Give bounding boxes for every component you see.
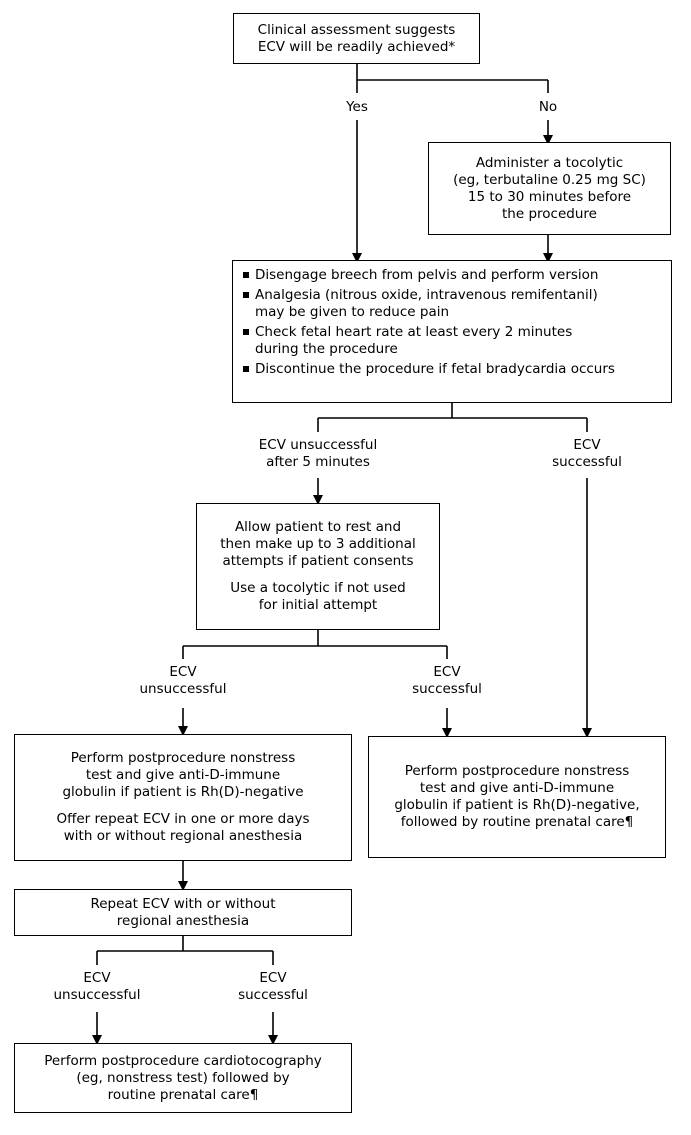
- label-ecv-unsuccessful-3: ECV unsuccessful: [53, 970, 141, 1003]
- procedure-list: Disengage breech from pelvis and perform…: [233, 261, 671, 384]
- rest-attempts-box: Allow patient to rest and then make up t…: [196, 503, 440, 630]
- repeat-ecv-box: Repeat ECV with or without regional anes…: [14, 889, 352, 936]
- start-line1: Clinical assessment suggests: [257, 21, 456, 38]
- tocolytic-line3: 15 to 30 minutes before: [467, 188, 632, 205]
- procedure-item: Discontinue the procedure if fetal brady…: [243, 361, 663, 378]
- procedure-box: Disengage breech from pelvis and perform…: [232, 260, 672, 403]
- tocolytic-line4: the procedure: [502, 205, 597, 222]
- label-ecv-successful-2: ECV successful: [412, 664, 482, 697]
- label-no: No: [538, 99, 558, 115]
- label-ecv-successful-3: ECV successful: [238, 970, 308, 1003]
- final-box: Perform postprocedure cardiotocography (…: [14, 1043, 352, 1113]
- tocolytic-line2: (eg, terbutaline 0.25 mg SC): [453, 171, 646, 188]
- tocolytic-box: Administer a tocolytic (eg, terbutaline …: [428, 142, 671, 235]
- label-ecv-unsuccessful-5min: ECV unsuccessful after 5 minutes: [258, 437, 378, 470]
- label-ecv-unsuccessful-2: ECV unsuccessful: [139, 664, 227, 697]
- procedure-item: Analgesia (nitrous oxide, intravenous re…: [243, 287, 663, 321]
- procedure-item: Check fetal heart rate at least every 2 …: [243, 324, 663, 358]
- nst-repeat-box: Perform postprocedure nonstress test and…: [14, 734, 352, 861]
- start-box: Clinical assessment suggests ECV will be…: [233, 13, 480, 64]
- label-ecv-successful-1: ECV successful: [552, 437, 622, 470]
- nst-routine-box: Perform postprocedure nonstress test and…: [368, 736, 666, 858]
- label-yes: Yes: [346, 99, 368, 115]
- procedure-item: Disengage breech from pelvis and perform…: [243, 267, 663, 284]
- tocolytic-line1: Administer a tocolytic: [475, 154, 624, 171]
- start-line2: ECV will be readily achieved*: [257, 38, 456, 55]
